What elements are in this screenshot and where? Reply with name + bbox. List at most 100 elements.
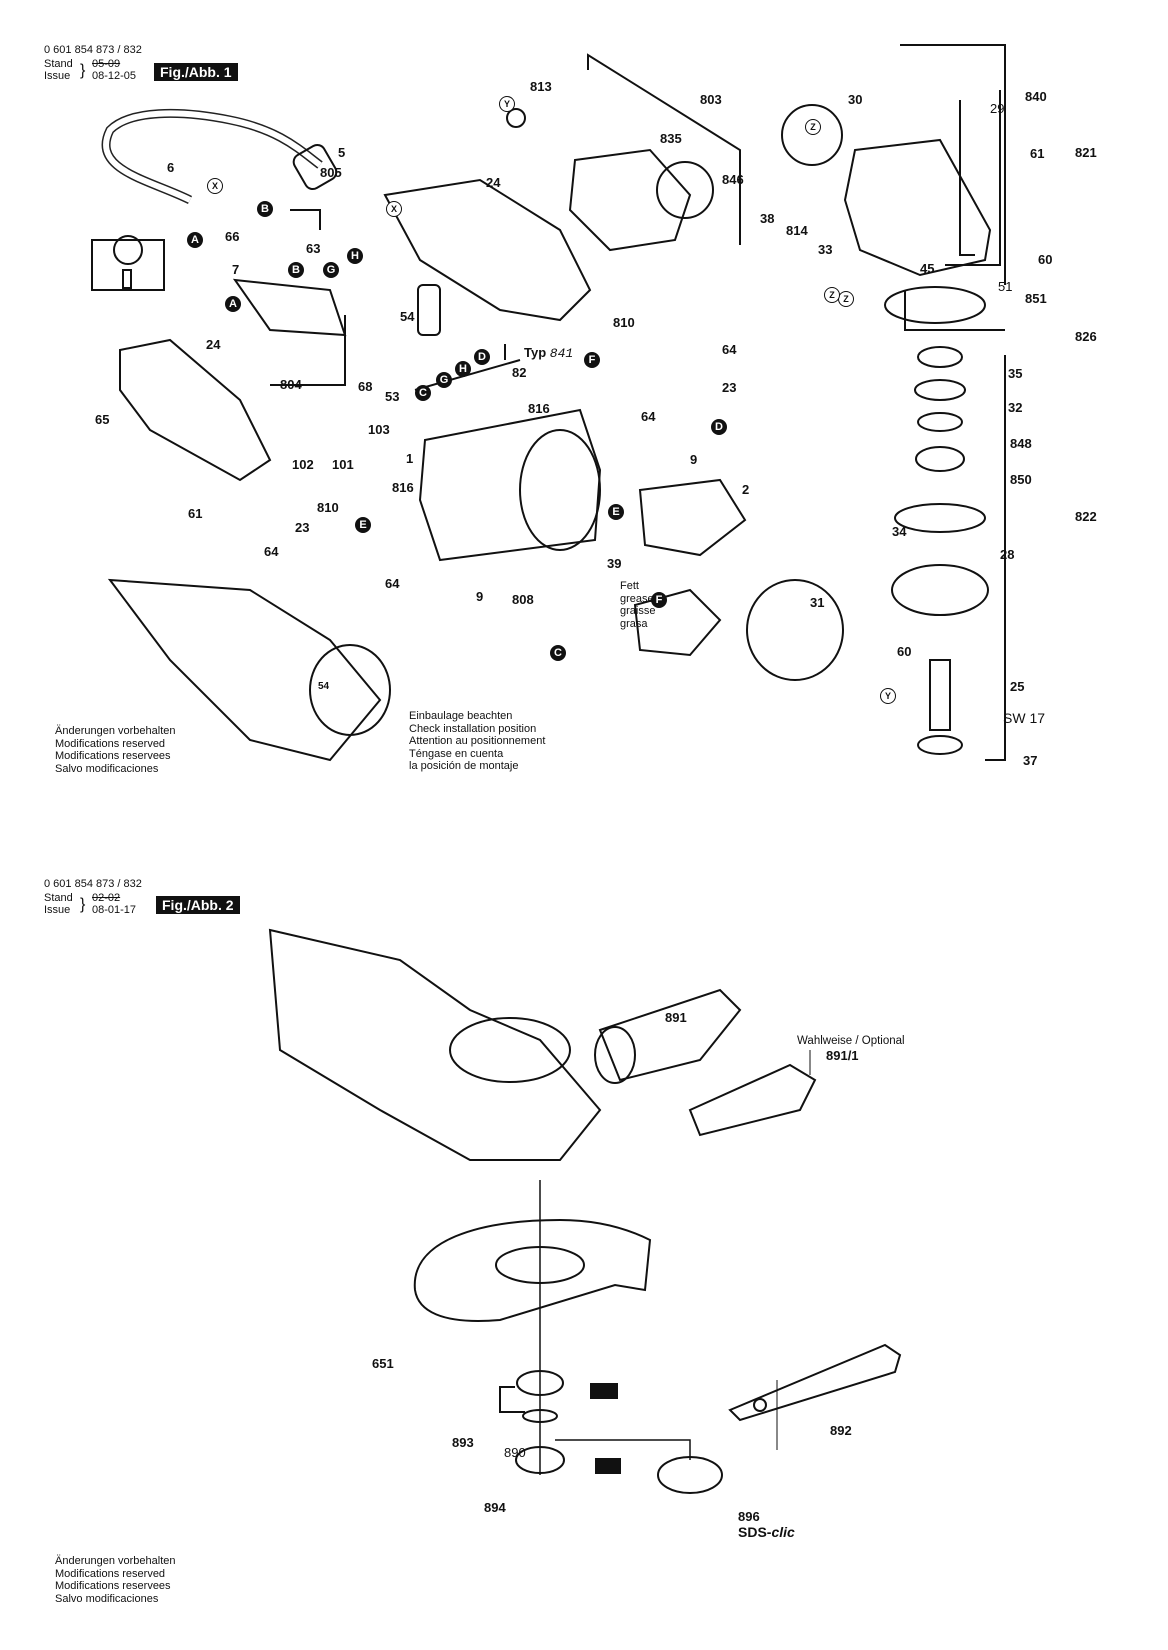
- modifications-note: Änderungen vorbehalten Modifications res…: [55, 1555, 175, 1605]
- part-label: 1: [406, 451, 414, 466]
- capacitor-drawing: [417, 284, 441, 336]
- typ-prefix: Typ: [524, 345, 547, 360]
- sheet1-issue-value: 08-12-05: [92, 70, 137, 82]
- modifications-note: Änderungen vorbehalten Modifications res…: [55, 725, 175, 775]
- modifications-note-line: Änderungen vorbehalten: [55, 1555, 176, 1567]
- part-label: 816: [392, 480, 414, 495]
- typ-label: Typ 841: [524, 346, 573, 361]
- connector-z-icon: Z: [838, 291, 854, 307]
- connector-f-icon: F: [584, 352, 600, 368]
- part-label: 37: [1023, 753, 1038, 768]
- part-label: 5: [338, 145, 346, 160]
- two-pin-spanner-drawing: [728, 1343, 902, 1422]
- connector-c-icon: C: [415, 385, 431, 401]
- part-label: 82: [512, 365, 527, 380]
- typ-value: 841: [549, 346, 574, 361]
- part-label: 805: [320, 165, 342, 180]
- modifications-note-line: Salvo modificaciones: [55, 762, 159, 775]
- modifications-note-line: Salvo modificaciones: [55, 1592, 159, 1605]
- connector-y-icon: Y: [499, 96, 515, 112]
- part-label: 891: [665, 1010, 687, 1025]
- sds-clic-nut-drawing: [657, 1456, 723, 1494]
- sheet2-issue-value: 08-01-17: [92, 904, 137, 916]
- part-label: 29: [990, 101, 1005, 116]
- connector-f-icon: F: [651, 592, 667, 608]
- part-label: 896: [738, 1509, 760, 1524]
- connector-z-icon: Z: [824, 287, 840, 303]
- sheet2-issue-label: Issue: [44, 904, 71, 916]
- field-coil-drawing: [638, 478, 747, 557]
- part-label: 822: [1075, 509, 1097, 524]
- installation-note-line: Check installation position: [409, 722, 537, 735]
- connector-z-icon: Z: [805, 119, 821, 135]
- part-label: 810: [317, 500, 339, 515]
- needle-bearing-drawing: [917, 346, 963, 368]
- optional-note: Wahlweise / Optional: [797, 1035, 905, 1047]
- modifications-note-line: Modifications reserved: [55, 737, 166, 750]
- part-label: 813: [530, 79, 552, 94]
- connector-b-icon: B: [257, 201, 273, 217]
- brace-icon: }: [80, 62, 86, 79]
- connector-h-icon: H: [347, 248, 363, 264]
- connector-h-icon: H: [455, 361, 471, 377]
- gear-housing-drawing: [843, 138, 992, 277]
- grease-note-line: Fett: [620, 580, 639, 592]
- connector-b-icon: B: [288, 262, 304, 278]
- part-label: 64: [264, 544, 279, 559]
- side-handle-891-1-drawing: [688, 1063, 817, 1137]
- rear-housing-upper-drawing: [383, 178, 592, 322]
- circlip-drawing: [917, 412, 963, 432]
- connector-g-icon: G: [323, 262, 339, 278]
- sheet1-issue-label: Issue: [44, 70, 71, 82]
- part-label: 826: [1075, 329, 1097, 344]
- part-label: 848: [1010, 436, 1032, 451]
- flange-symbol-893-icon: [590, 1383, 618, 1399]
- sheet1-stand-value: 05-09: [92, 58, 121, 70]
- connector-a-icon: A: [187, 232, 203, 248]
- grease-note: Fett grease graisse grasa: [620, 580, 655, 630]
- part-label: 54: [318, 681, 330, 692]
- sheet1-stand-label: Stand: [44, 58, 73, 70]
- modifications-note-line: Modifications reservees: [55, 1580, 171, 1592]
- part-label: 25: [1010, 679, 1025, 694]
- part-label: 821: [1075, 145, 1097, 160]
- part-label: 890: [504, 1445, 526, 1460]
- spindle-drawing: [929, 659, 951, 731]
- part-label: 102: [292, 457, 314, 472]
- part-label: 9: [476, 589, 484, 604]
- modifications-note-line: Änderungen vorbehalten: [55, 725, 176, 737]
- part-label: 651: [372, 1356, 394, 1371]
- installation-note-line: Einbaulage beachten: [409, 710, 513, 722]
- sheet1-figure-badge: Fig./Abb. 1: [154, 63, 238, 81]
- ball-bearing-drawing: [915, 446, 965, 472]
- part-label: 31: [810, 595, 825, 610]
- part-label: 64: [722, 342, 737, 357]
- grease-note-line: grasa: [620, 617, 648, 630]
- part-label: 103: [368, 422, 390, 437]
- connector-y-icon: Y: [880, 688, 896, 704]
- sheet2-stand-label: Stand: [44, 892, 73, 904]
- part-label: 60: [1038, 252, 1053, 267]
- part-label: 68: [358, 379, 373, 394]
- part-label: 64: [641, 409, 656, 424]
- connector-a-icon: A: [225, 296, 241, 312]
- part-label: 892: [830, 1423, 852, 1438]
- installation-note: Einbaulage beachten Check installation p…: [409, 710, 545, 773]
- sheet2-part-number: 0 601 854 873 / 832: [44, 878, 142, 890]
- connector-d-icon: D: [711, 419, 727, 435]
- part-label: 810: [613, 315, 635, 330]
- part-label: 24: [206, 337, 221, 352]
- part-label: 835: [660, 131, 682, 146]
- field-coil-lower-drawing: [633, 588, 722, 657]
- grease-note-line: grease: [620, 592, 654, 605]
- connector-e-icon: E: [355, 517, 371, 533]
- part-label: 34: [892, 524, 907, 539]
- part-label: 66: [225, 229, 240, 244]
- clamping-nut-drawing: [917, 735, 963, 755]
- air-baffle-drawing: [746, 579, 844, 681]
- installation-note-line: Attention au positionnement: [409, 735, 546, 747]
- sds-clic-label: SDS-clic: [738, 1525, 795, 1539]
- part-label: 9: [690, 452, 698, 467]
- armature-drawing: [568, 148, 692, 252]
